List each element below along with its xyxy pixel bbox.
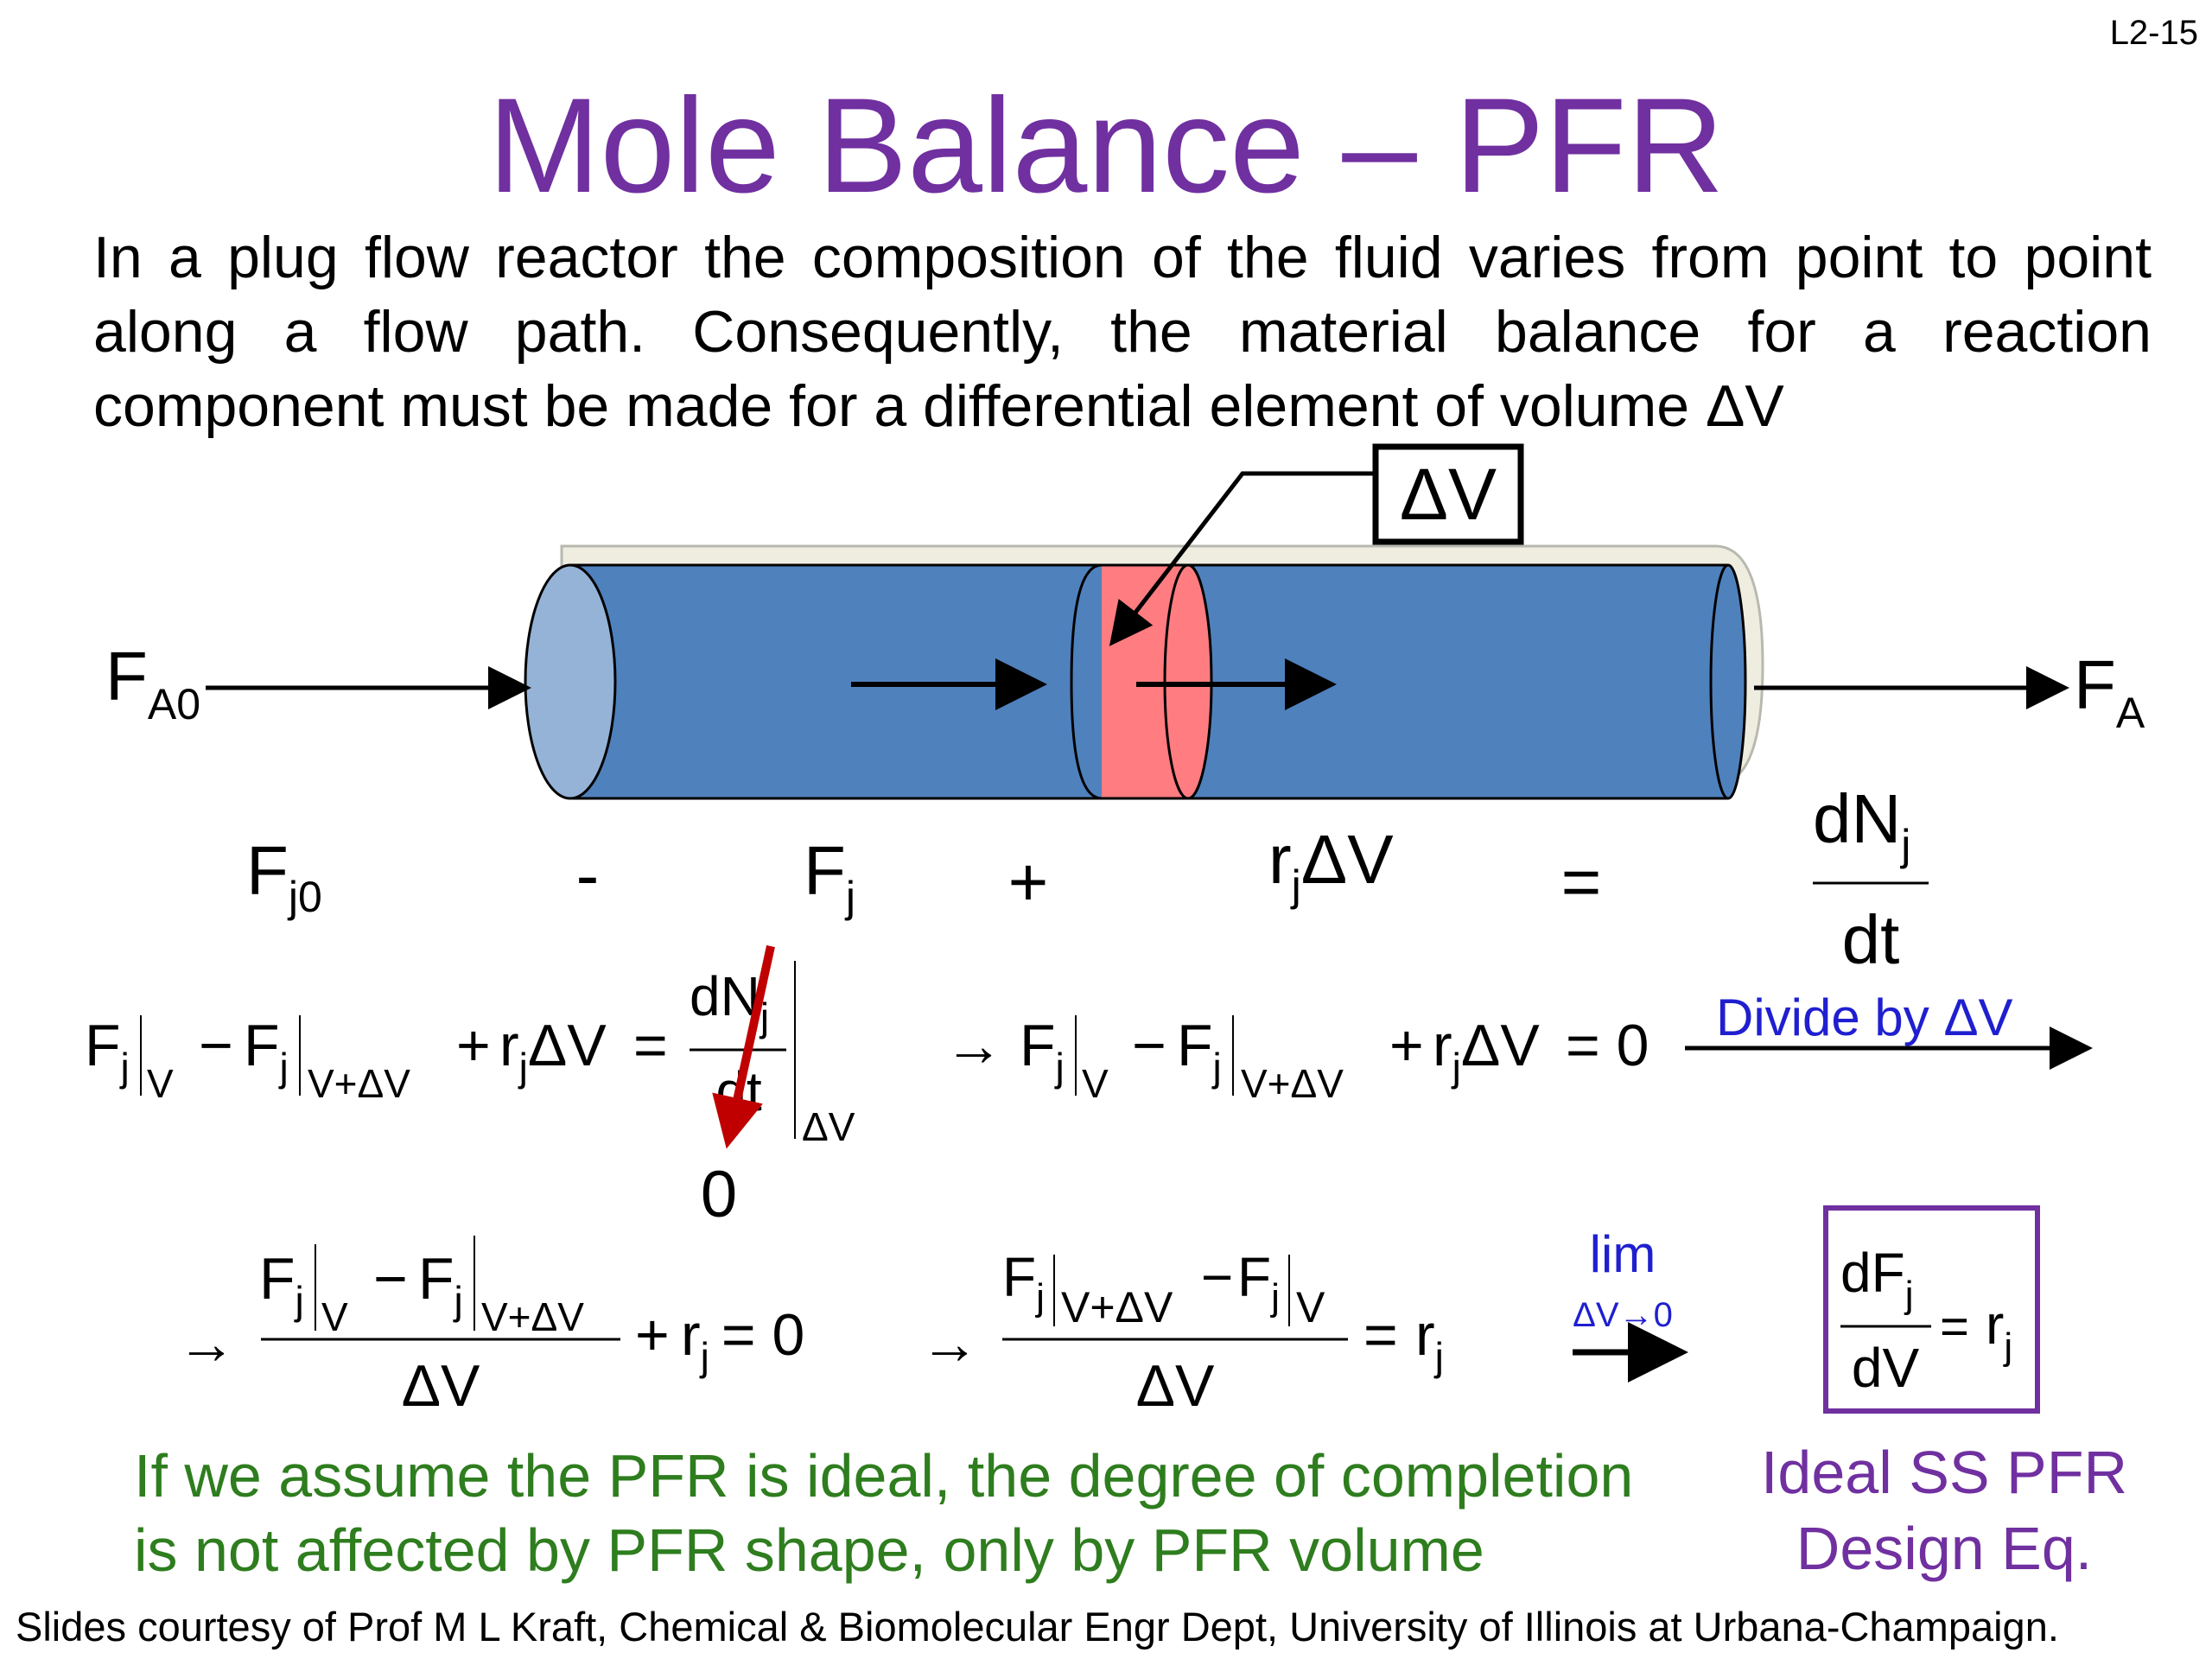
step3-equation: → Fj V − Fj V+ΔV ΔV + rj= 0 xyxy=(177,1236,804,1419)
ideal-label: Ideal SS PFR Design Eq. xyxy=(1760,1439,2128,1582)
svg-text:= 0: = 0 xyxy=(1566,1013,1649,1078)
svg-text:V+ΔV: V+ΔV xyxy=(308,1061,410,1106)
svg-text:rjΔV: rjΔV xyxy=(499,1013,607,1090)
svg-text:Fj: Fj xyxy=(244,1013,289,1090)
svg-text:rj: rj xyxy=(1986,1294,2012,1368)
svg-text:rjΔV: rjΔV xyxy=(1268,821,1394,910)
svg-text:rj: rj xyxy=(1415,1302,1444,1379)
svg-text:→: → xyxy=(944,1013,1003,1078)
strike-arrow xyxy=(712,944,775,1149)
svg-text:V+ΔV: V+ΔV xyxy=(1061,1283,1173,1332)
svg-text:V: V xyxy=(147,1061,174,1106)
svg-text:dt: dt xyxy=(1842,901,1900,978)
svg-text:+: + xyxy=(456,1013,491,1078)
svg-text:=: = xyxy=(1363,1302,1398,1368)
slide-number: L2-15 xyxy=(2109,14,2198,52)
svg-text:=: = xyxy=(1561,843,1602,920)
svg-text:−: − xyxy=(373,1246,408,1312)
svg-text:V+ΔV: V+ΔV xyxy=(1241,1061,1344,1106)
svg-text:−: − xyxy=(1132,1013,1166,1078)
svg-text:V: V xyxy=(321,1294,348,1339)
limit-subscript: ΔV→0 xyxy=(1573,1296,1673,1334)
reactor-inlet-face xyxy=(524,563,617,800)
svg-text:−: − xyxy=(1201,1246,1233,1308)
svg-text:V: V xyxy=(1082,1061,1109,1106)
outlet-label: FA xyxy=(2074,646,2145,737)
svg-text:ΔV: ΔV xyxy=(802,1104,855,1149)
svg-text:Fj: Fj xyxy=(1177,1013,1222,1090)
svg-text:Fj: Fj xyxy=(1020,1013,1065,1090)
svg-text:Fj: Fj xyxy=(804,832,855,921)
svg-text:Fj: Fj xyxy=(1237,1246,1280,1319)
intro-paragraph: In a plug flow reactor the composition o… xyxy=(93,225,2152,439)
svg-text:V+ΔV: V+ΔV xyxy=(481,1294,584,1339)
svg-text:dFj: dFj xyxy=(1840,1242,1913,1316)
assumption-note: If we assume the PFR is ideal, the degre… xyxy=(134,1442,1634,1584)
delta-v-box xyxy=(1372,443,1524,545)
svg-text:+: + xyxy=(635,1302,670,1368)
svg-text:+: + xyxy=(1008,843,1049,920)
svg-text:ΔV: ΔV xyxy=(402,1353,480,1419)
divide-label: Divide by ΔV xyxy=(1716,988,2013,1046)
limit-label: lim xyxy=(1590,1225,1656,1283)
svg-text:Fj: Fj xyxy=(418,1246,463,1323)
svg-text:dNj: dNj xyxy=(1813,780,1910,869)
svg-text:=: = xyxy=(1940,1299,1969,1355)
svg-text:-: - xyxy=(576,836,600,913)
svg-text:−: − xyxy=(199,1013,233,1078)
inlet-label: FA0 xyxy=(105,638,200,728)
credit-line: Slides courtesy of Prof M L Kraft, Chemi… xyxy=(16,1604,2059,1649)
svg-text:rj= 0: rj= 0 xyxy=(681,1302,804,1379)
reactor-tube xyxy=(524,544,1764,800)
design-equation: dFj dV = rj xyxy=(1840,1242,2012,1399)
delta-v-label: ΔV xyxy=(1400,454,1497,535)
step4-equation: → Fj V+ΔV − Fj V ΔV = rj xyxy=(920,1246,1444,1419)
slide-title: Mole Balance – PFR xyxy=(487,71,1725,221)
svg-text:=: = xyxy=(633,1013,668,1078)
svg-text:→: → xyxy=(177,1311,236,1376)
general-balance: Fj0 - Fj + rjΔV = dNj dt xyxy=(246,780,1929,978)
step2-equation: → Fj V − Fj V+ΔV + rjΔV = 0 xyxy=(944,1013,1649,1106)
svg-text:Fj0: Fj0 xyxy=(246,832,322,921)
design-equation-box xyxy=(1823,1205,2040,1414)
svg-text:→: → xyxy=(920,1311,979,1376)
svg-text:Fj: Fj xyxy=(1002,1246,1045,1319)
svg-text:ΔV: ΔV xyxy=(1136,1353,1215,1419)
svg-text:Fj: Fj xyxy=(259,1246,304,1323)
strike-zero: 0 xyxy=(701,1158,737,1231)
step1-equation: Fj V − Fj V+ΔV + rjΔV = dNj dt ΔV xyxy=(85,961,855,1149)
svg-text:V: V xyxy=(1296,1283,1325,1332)
svg-text:rjΔV: rjΔV xyxy=(1433,1013,1540,1090)
svg-text:+: + xyxy=(1389,1013,1424,1078)
svg-text:dV: dV xyxy=(1852,1337,1920,1399)
callout-arrow xyxy=(1109,471,1374,646)
svg-text:Fj: Fj xyxy=(85,1013,130,1090)
